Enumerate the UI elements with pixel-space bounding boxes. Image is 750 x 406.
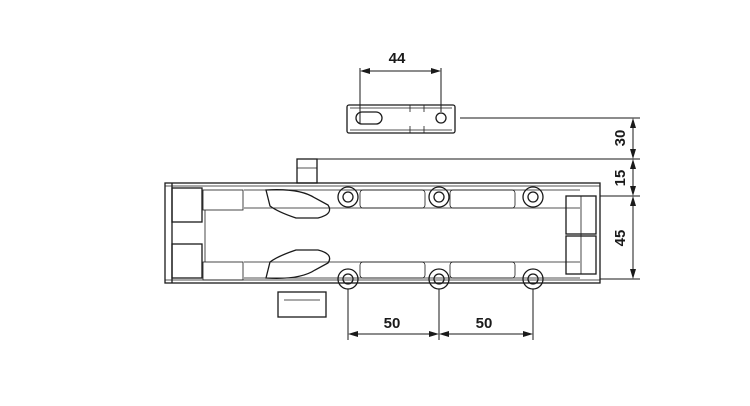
dimension-label-50-left: 50 (384, 315, 401, 332)
hole-top-2 (428, 186, 450, 208)
dimension-15: 15 (612, 159, 636, 196)
dimension-30: 30 (612, 118, 636, 159)
dimension-label-50-right: 50 (476, 315, 493, 332)
closer-body (164, 158, 601, 318)
hole-bottom-1 (337, 268, 359, 290)
dimension-label-15: 15 (612, 170, 629, 187)
hole-top-3 (522, 186, 544, 208)
hole-top-1 (337, 186, 359, 208)
dimension-50-right: 50 (439, 289, 534, 340)
dimension-45: 45 (612, 196, 636, 279)
dimension-extension-lines (317, 117, 640, 280)
mounting-bracket (346, 104, 456, 134)
dimension-50-left: 50 (347, 289, 440, 340)
hole-bottom-3 (522, 268, 544, 290)
dimension-label-30: 30 (612, 130, 629, 147)
dimension-label-45: 45 (612, 230, 629, 247)
dimension-label-44: 44 (389, 50, 406, 67)
dimension-44: 44 (359, 50, 442, 124)
mounting-holes (337, 186, 544, 290)
hole-bottom-2 (428, 268, 450, 290)
